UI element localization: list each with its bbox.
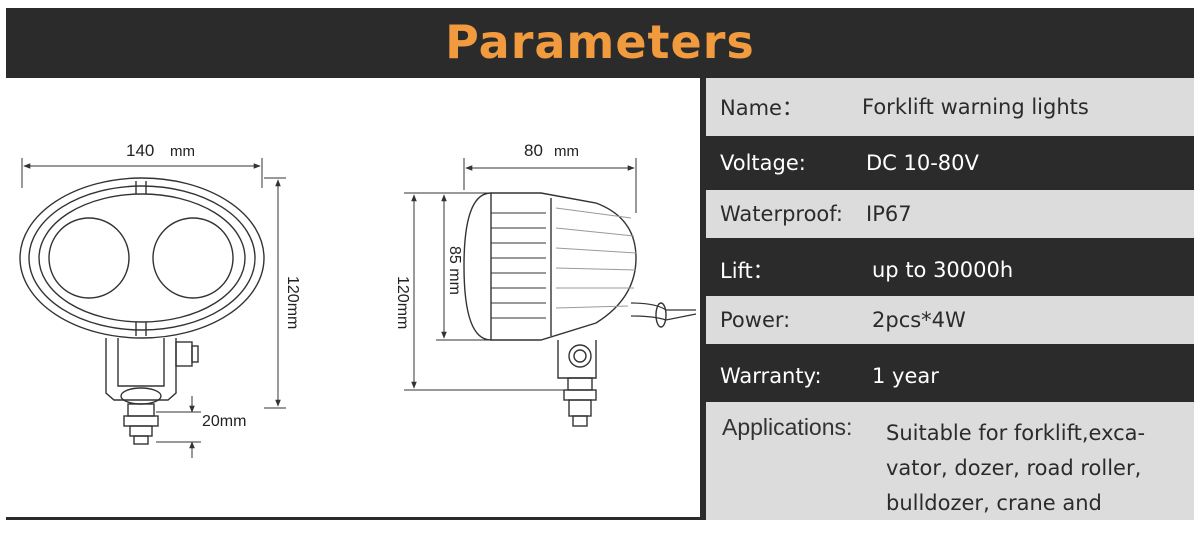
front-bracket <box>105 338 177 401</box>
spec-row-applications: Applications: Suitable for forklift,exca… <box>706 402 1194 520</box>
left-lens <box>48 217 130 299</box>
spec-value: 1 year <box>872 364 939 388</box>
front-width-unit: mm <box>170 143 195 160</box>
spec-label: Voltage: <box>720 151 806 175</box>
spec-label: Waterproof: <box>720 202 843 226</box>
front-height-label: 120mm <box>284 276 301 329</box>
spec-row-lift: Lift： up to 30000h <box>706 246 1194 294</box>
header-bar: Parameters <box>6 8 1194 76</box>
spec-label: Warranty: <box>720 364 822 388</box>
spec-row-voltage: Voltage: DC 10-80V <box>706 138 1194 188</box>
product-page: Parameters <box>6 8 1194 520</box>
side-housing <box>463 192 637 341</box>
applications-line: bulldozer, crane and <box>886 491 1102 515</box>
applications-text: Suitable for forklift,exca- vator, dozer… <box>886 416 1186 521</box>
dimension-diagram: 140 mm 120mm 20mm 80 mm 85 mm 120mm <box>19 141 697 458</box>
spec-label: Power: <box>720 308 791 332</box>
applications-line: Suitable for forklift,exca- <box>886 421 1146 445</box>
spec-value: up to 30000h <box>872 258 1014 282</box>
side-height-label: 120mm <box>394 276 411 329</box>
spec-label: Lift： <box>720 259 774 283</box>
spec-value: IP67 <box>866 202 912 226</box>
side-width-value: 80 <box>524 141 543 160</box>
applications-label: Applications: <box>722 414 853 440</box>
spec-row-waterproof: Waterproof: IP67 <box>706 190 1194 238</box>
spec-row-warranty: Warranty: 1 year <box>706 352 1194 400</box>
spec-row-name: Name： Forklift warning lights <box>706 78 1194 136</box>
technical-drawing: 140 mm 120mm 20mm 80 mm 85 mm 120mm <box>6 78 700 517</box>
spec-value: Forklift warning lights <box>862 95 1089 119</box>
spec-value: 2pcs*4W <box>872 308 966 332</box>
side-width-unit: mm <box>554 143 579 160</box>
spec-value: DC 10-80V <box>866 151 979 175</box>
applications-line: vator, dozer, road roller, <box>886 456 1142 480</box>
front-housing-outer <box>19 177 265 339</box>
front-width-value: 140 <box>126 141 154 160</box>
side-lens-height-label: 85 mm <box>446 246 463 295</box>
spec-label: Name： <box>720 96 803 120</box>
spec-table: Name： Forklift warning lights Voltage: D… <box>706 78 1194 520</box>
page-title: Parameters <box>445 15 755 69</box>
bracket-offset-label: 20mm <box>202 413 246 430</box>
spec-row-power: Power: 2pcs*4W <box>706 296 1194 344</box>
right-lens <box>152 217 234 299</box>
